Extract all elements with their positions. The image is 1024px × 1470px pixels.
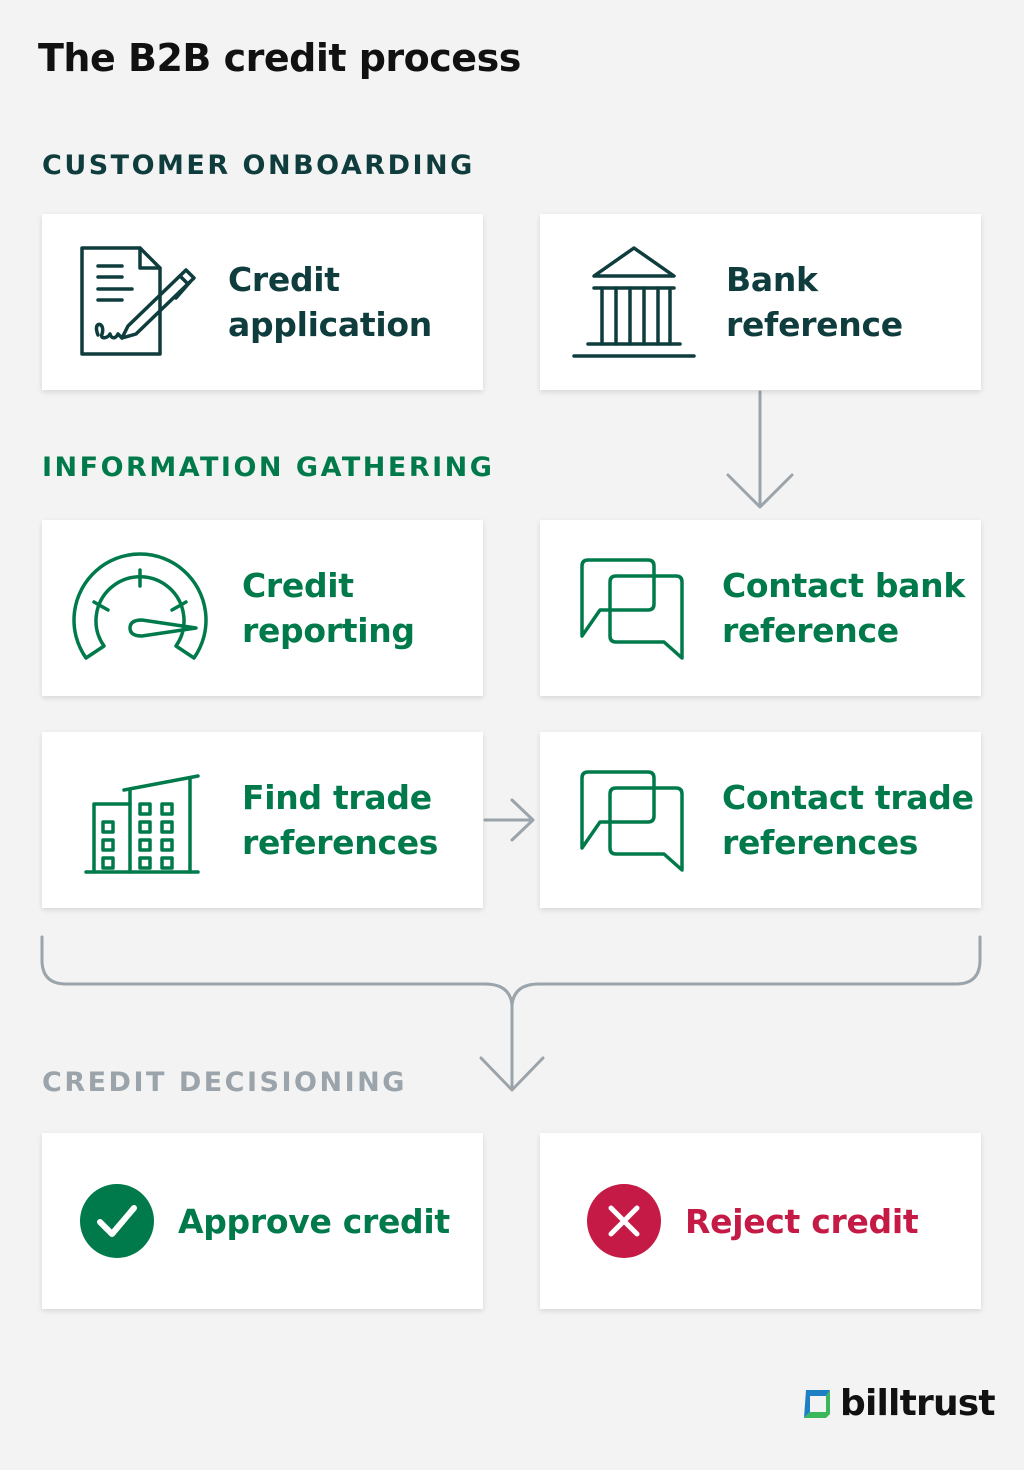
card-label: Reject credit (685, 1201, 919, 1241)
card-credit-application: Credit application (42, 214, 483, 390)
billtrust-logo-icon (804, 1389, 830, 1418)
card-bank-reference: Bank reference (540, 214, 981, 390)
checkmark-circle-icon (80, 1184, 154, 1258)
card-label-line1: Contact bank (722, 566, 965, 605)
office-building-icon (72, 760, 212, 880)
x-circle-icon (587, 1184, 661, 1258)
section-information-gathering: INFORMATION GATHERING (42, 452, 495, 483)
card-label-line2: reporting (242, 611, 415, 650)
card-label-line1: Credit (242, 566, 354, 605)
chat-bubbles-icon (570, 548, 710, 668)
card-label-line2: reference (722, 611, 899, 650)
card-approve-credit: Approve credit (42, 1133, 483, 1309)
speedometer-gauge-icon (72, 548, 212, 668)
card-contact-bank-reference: Contact bank reference (540, 520, 981, 696)
merge-bracket-icon (40, 935, 982, 1007)
card-credit-reporting: Credit reporting (42, 520, 483, 696)
card-label-line2: references (722, 823, 919, 862)
document-signature-icon (72, 242, 212, 362)
card-label-line1: Contact trade (722, 778, 974, 817)
page-title: The B2B credit process (38, 36, 521, 80)
card-label-line2: reference (726, 305, 903, 344)
card-reject-credit: Reject credit (540, 1133, 981, 1309)
billtrust-logo: billtrust (800, 1383, 996, 1424)
bank-building-icon (570, 242, 710, 362)
card-contact-trade-references: Contact trade references (540, 732, 981, 908)
section-customer-onboarding: CUSTOMER ONBOARDING (42, 150, 475, 181)
card-label: Approve credit (178, 1201, 450, 1241)
card-label-line1: Find trade (242, 778, 432, 817)
logo-text: billtrust (840, 1383, 996, 1424)
section-credit-decisioning: CREDIT DECISIONING (42, 1067, 407, 1098)
card-label-line2: application (228, 305, 432, 344)
card-label-line1: Bank (726, 260, 818, 299)
card-label-line2: references (242, 823, 439, 862)
card-label-line1: Credit (228, 260, 340, 299)
chat-bubbles-icon (570, 760, 710, 880)
card-find-trade-references: Find trade references (42, 732, 483, 908)
